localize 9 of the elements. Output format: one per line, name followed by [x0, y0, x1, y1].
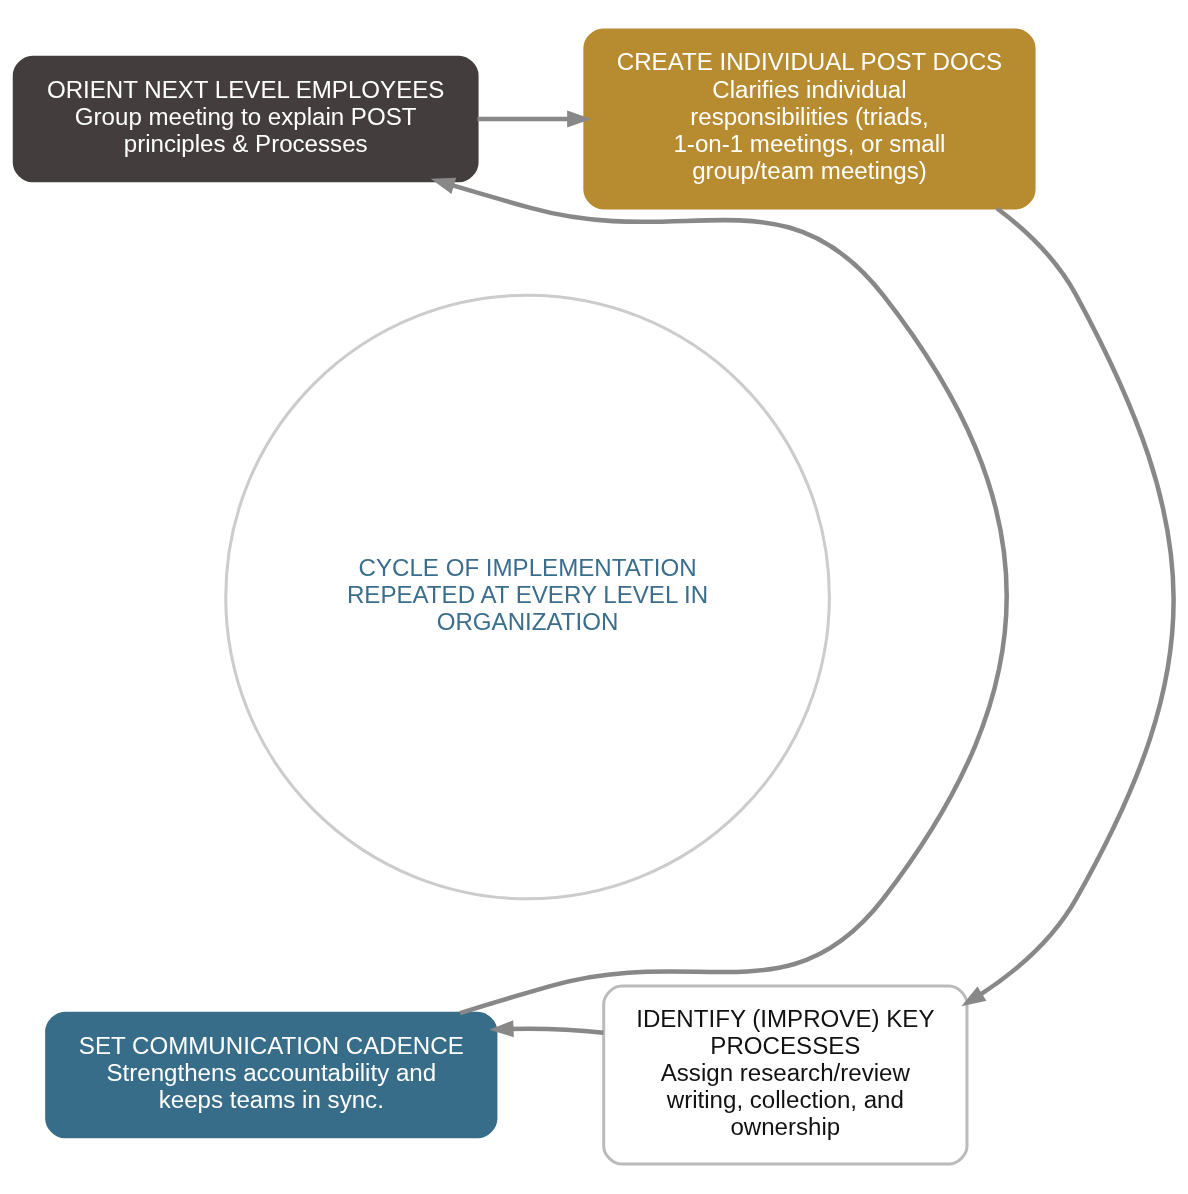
arrow	[430, 177, 1009, 1016]
node-box: CREATE INDIVIDUAL POST DOCS Clarifies individual responsibilities (triads, 1-on-1 meetings, or small group/team meetings)	[583, 28, 1036, 210]
node-circle: CYCLE OF IMPLEMENTATION REPEATED AT EVERY LEVEL IN ORGANIZATION	[224, 293, 831, 901]
node-box: ORIENT NEXT LEVEL EMPLOYEES Group meeting to explain POST principles & Processes	[12, 55, 479, 183]
node-box: IDENTIFY (IMPROVE) KEY PROCESSES Assign research/review writing, collection, and ownership	[602, 984, 969, 1166]
node-box: SET COMMUNICATION CADENCE Strengthens accountability and keeps teams in sync.	[45, 1011, 498, 1139]
arrow	[489, 1020, 604, 1038]
arrow	[477, 110, 592, 128]
arrow	[961, 206, 1176, 1007]
